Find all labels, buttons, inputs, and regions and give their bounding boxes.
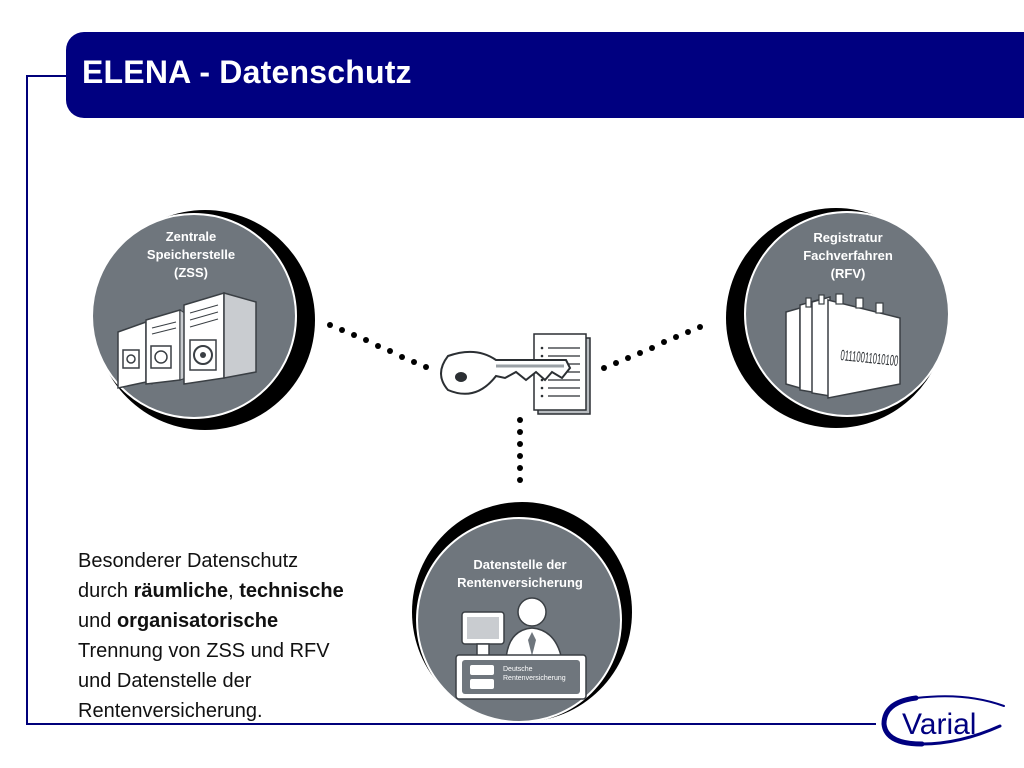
description-line1: Besonderer Datenschutz (78, 550, 299, 572)
node-rfv-label-line2: Fachverfahren (803, 248, 893, 263)
node-drv-label: Datenstelle der Rentenversicherung (430, 556, 610, 592)
title-bar (66, 32, 1024, 118)
node-zss-label-line3: (ZSS) (174, 265, 208, 280)
description-line5: und Datenstelle der (78, 670, 252, 692)
clerk-desk-icon: Deutsche Rentenversicherung (455, 597, 587, 700)
node-zss-label-line2: Speicherstelle (146, 247, 236, 262)
connector-zss-key (327, 322, 429, 370)
description-line4: Trennung von ZSS und RFV (78, 640, 330, 662)
connector-key-drv (517, 417, 523, 483)
description-line2-a: durch (78, 580, 134, 602)
description-line2: durch räumliche, technische (78, 576, 398, 606)
node-drv-label-line2: Rentenversicherung (457, 575, 583, 590)
desk-sign-line2: Rentenversicherung (503, 675, 566, 682)
key-document-icon (440, 333, 591, 415)
description-line2-d: technische (239, 580, 344, 602)
description-line2-c: , (228, 580, 240, 602)
node-rfv-label-line3: (RFV) (830, 266, 866, 281)
description-line3-b: organisatorische (116, 610, 279, 632)
desk-sign-line1: Deutsche (503, 666, 533, 673)
server-racks-icon (117, 291, 257, 389)
description-line2-b: räumliche (133, 580, 229, 602)
connector-rfv-key (601, 324, 703, 371)
binary-text: 01110011010100 (840, 347, 899, 370)
description-text: Besonderer Datenschutz durch räumliche, … (78, 546, 398, 726)
file-folders-icon: 01110011010100 (785, 293, 901, 399)
node-rfv-label: Registratur Fachverfahren (RFV) (782, 229, 914, 283)
description-line3-a: und (78, 610, 117, 632)
node-zss-label: Zentrale Speicherstelle (ZSS) (126, 228, 256, 282)
page-title: ELENA - Datenschutz (82, 54, 412, 90)
frame-line-left (26, 75, 28, 725)
varial-logo: Varial (881, 695, 1005, 747)
node-zss-label-line1: Zentrale (165, 229, 217, 244)
description-line6: Rentenversicherung. (78, 700, 263, 722)
logo-text: Varial (902, 708, 976, 741)
node-rfv: 01110011010100 (726, 208, 950, 428)
node-rfv-label-line1: Registratur (813, 230, 883, 245)
node-drv: Deutsche Rentenversicherung (412, 502, 632, 723)
frame-line-bottom (26, 723, 876, 725)
node-zss (91, 210, 315, 430)
description-line3: und organisatorische (78, 606, 398, 636)
node-drv-label-line1: Datenstelle der (473, 557, 567, 572)
frame-line-top (26, 75, 68, 77)
